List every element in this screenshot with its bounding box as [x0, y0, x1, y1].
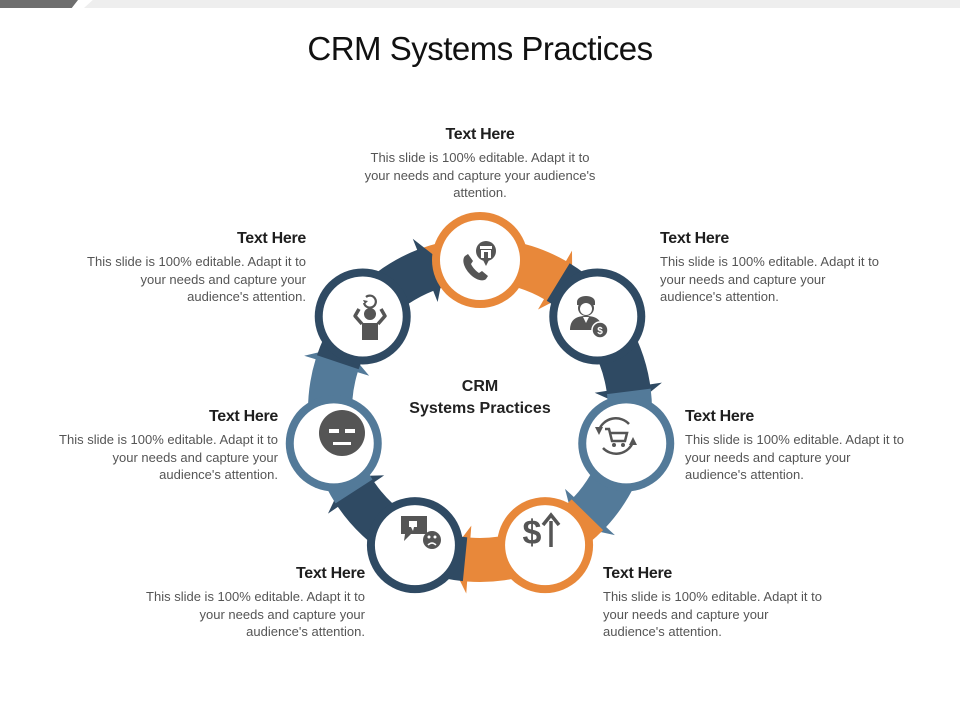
text-block-heading: Text Here — [295, 565, 365, 582]
cycle-node — [586, 403, 667, 484]
svg-text:$: $ — [523, 514, 542, 552]
text-block-heading: Text Here — [236, 230, 306, 247]
top-accent-light — [84, 0, 960, 8]
text-block-heading: Text Here — [660, 230, 730, 247]
dollar-up-icon: $ — [523, 512, 561, 552]
text-block-body: This slide is 100% editable. Adapt it to… — [603, 589, 822, 639]
cycle-icons: $ $ — [319, 241, 637, 552]
top-accent-bar — [0, 0, 960, 8]
page-title: CRM Systems Practices — [307, 30, 653, 67]
text-block-body: This slide is 100% editable. Adapt it to… — [685, 432, 904, 482]
text-block-body: This slide is 100% editable. Adapt it to… — [146, 589, 365, 639]
text-block-5: Text Here This slide is 100% editable. A… — [140, 565, 365, 641]
cycle-node — [322, 276, 403, 357]
text-block-heading: Text Here — [445, 126, 515, 143]
text-block-body: This slide is 100% editable. Adapt it to… — [59, 432, 278, 482]
text-block-1: Text Here This slide is 100% editable. A… — [360, 126, 600, 202]
customer-dollar-icon: $ — [570, 296, 609, 339]
center-label-line2: Systems Practices — [409, 400, 551, 417]
center-label: CRM Systems Practices — [380, 376, 580, 420]
stressed-person-icon — [353, 294, 387, 340]
text-block-heading: Text Here — [685, 408, 755, 425]
cycle-node — [374, 505, 455, 586]
cart-cycle-icon — [595, 417, 637, 455]
text-block-2: Text Here This slide is 100% editable. A… — [660, 230, 885, 306]
feedback-icon — [401, 516, 441, 549]
annoyed-face-icon — [319, 410, 365, 456]
text-block-7: Text Here This slide is 100% editable. A… — [81, 230, 306, 306]
cycle-node — [557, 276, 638, 357]
svg-text:$: $ — [597, 326, 603, 337]
top-accent-dark — [0, 0, 78, 8]
center-label-line1: CRM — [461, 378, 499, 395]
text-block-body: This slide is 100% editable. Adapt it to… — [660, 254, 879, 304]
text-block-6: Text Here This slide is 100% editable. A… — [53, 408, 278, 484]
text-block-heading: Text Here — [208, 408, 278, 425]
text-block-4: Text Here This slide is 100% editable. A… — [603, 565, 828, 641]
text-block-heading: Text Here — [603, 565, 673, 582]
cycle-node — [440, 220, 520, 300]
text-block-body: This slide is 100% editable. Adapt it to… — [364, 150, 596, 200]
text-block-body: This slide is 100% editable. Adapt it to… — [87, 254, 306, 304]
cycle-node — [505, 505, 586, 586]
text-block-3: Text Here This slide is 100% editable. A… — [685, 408, 910, 484]
phone-shop-icon — [463, 241, 496, 281]
